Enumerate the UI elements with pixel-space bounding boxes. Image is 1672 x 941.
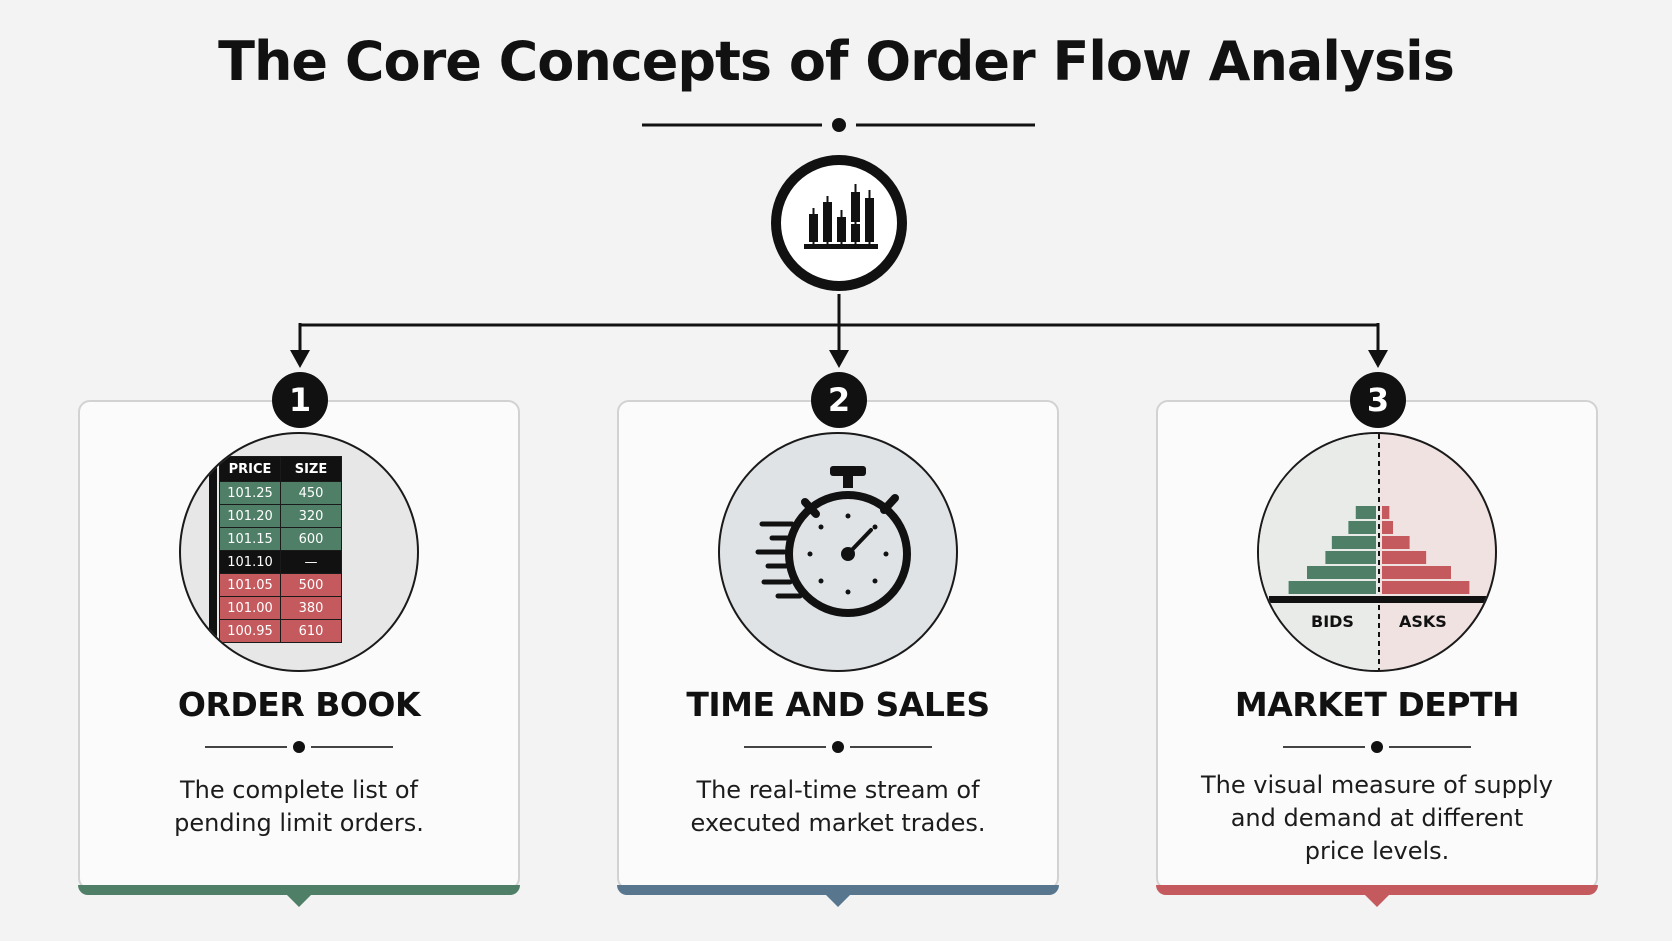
description-line: pending limit orders. — [174, 809, 424, 837]
description-line: The complete list of — [179, 776, 418, 804]
order-book-price: 101.00 — [219, 596, 281, 620]
card-title-market-depth: MARKET DEPTH — [1234, 685, 1520, 724]
card-accent-red — [1156, 885, 1598, 907]
bid-depth-bar — [1331, 536, 1376, 549]
card-separator — [205, 741, 393, 753]
order-book-size: 450 — [280, 481, 342, 505]
card-title-order-book: ORDER BOOK — [177, 685, 421, 724]
step-number-1: 1 — [272, 372, 328, 428]
order-book-size: 600 — [280, 527, 342, 551]
ask-depth-bar — [1382, 581, 1470, 594]
order-book-size: 610 — [280, 619, 342, 643]
card-accent-green — [78, 885, 520, 907]
description-line: and demand at different — [1230, 804, 1524, 832]
bid-depth-bar — [1307, 566, 1376, 579]
card-description-order-book: The complete list of pending limit order… — [78, 774, 520, 840]
order-book-size: 320 — [280, 504, 342, 528]
depth-chart-icon — [1269, 434, 1489, 670]
stopwatch-icon — [755, 466, 911, 617]
order-book-price: 101.25 — [219, 481, 281, 505]
stopwatch-illustration — [718, 432, 958, 672]
card-separator — [744, 741, 932, 753]
ask-depth-bar — [1382, 551, 1427, 564]
order-book-size: 500 — [280, 573, 342, 597]
order-book-price: 101.15 — [219, 527, 281, 551]
step-number-2: 2 — [811, 372, 867, 428]
ask-depth-bar — [1382, 521, 1394, 534]
order-book-size: — — [280, 550, 342, 574]
order-book-price: 101.10 — [219, 550, 281, 574]
bid-depth-bar — [1288, 581, 1376, 594]
order-book-price: 101.05 — [219, 573, 281, 597]
column-header-size: SIZE — [280, 456, 342, 482]
description-line: The visual measure of supply — [1201, 771, 1553, 799]
step-number-3: 3 — [1350, 372, 1406, 428]
ask-depth-bar — [1382, 566, 1451, 579]
card-separator — [1283, 741, 1471, 753]
description-line: price levels. — [1304, 837, 1450, 865]
ask-depth-bar — [1382, 506, 1390, 519]
ask-depth-bar — [1382, 536, 1410, 549]
order-book-size: 380 — [280, 596, 342, 620]
market-depth-illustration: BIDS ASKS — [1257, 432, 1497, 672]
bid-depth-bar — [1348, 521, 1376, 534]
description-line: The real-time stream of — [696, 776, 980, 804]
card-description-time-and-sales: The real-time stream of executed market … — [617, 774, 1059, 840]
order-book-price: 100.95 — [219, 619, 281, 643]
description-line: executed market trades. — [690, 809, 986, 837]
card-description-market-depth: The visual measure of supply and demand … — [1156, 769, 1598, 868]
bid-depth-bar — [1355, 506, 1376, 519]
column-header-price: PRICE — [219, 456, 281, 482]
candlestick-chart-icon — [771, 155, 907, 291]
page-title: The Core Concepts of Order Flow Analysis — [218, 30, 1455, 93]
bid-depth-bar — [1325, 551, 1376, 564]
order-book-price: 101.20 — [219, 504, 281, 528]
order-book-row: 101.10— — [219, 550, 342, 574]
card-title-time-and-sales: TIME AND SALES — [686, 685, 990, 724]
card-accent-blue — [617, 885, 1059, 907]
asks-label: ASKS — [1399, 612, 1447, 631]
bids-label: BIDS — [1311, 612, 1354, 631]
